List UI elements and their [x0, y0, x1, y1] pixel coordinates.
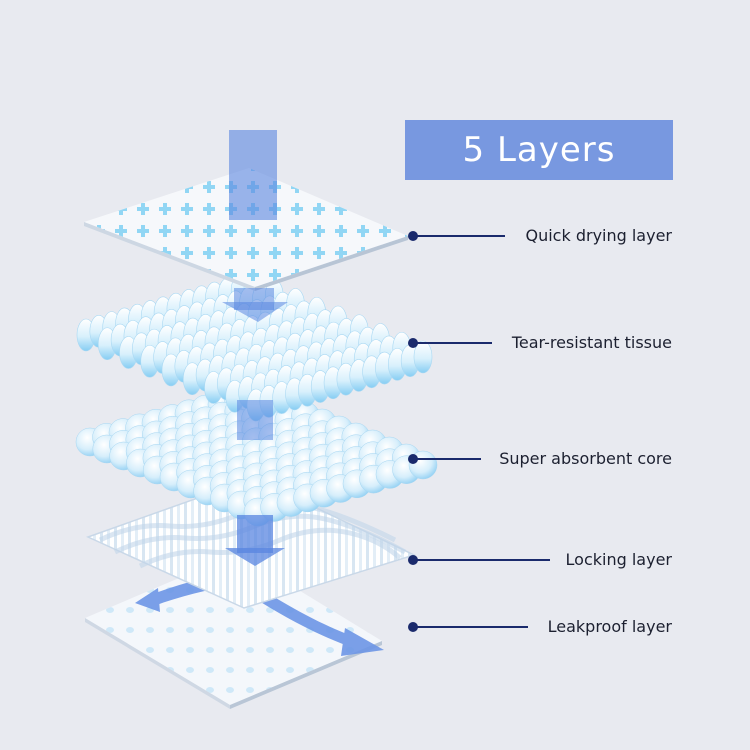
quick-drying-layer-sheet: [84, 168, 408, 291]
diagram-title: 5 Layers: [462, 130, 616, 170]
flow-arrow: [222, 130, 288, 566]
title-banner: 5 Layers: [405, 120, 673, 180]
callout-super-absorbent: [408, 454, 481, 464]
callout-quick-drying: [408, 231, 505, 241]
label-tear-resistant-tissue: Tear-resistant tissue: [511, 333, 672, 352]
label-quick-drying-layer: Quick drying layer: [525, 226, 673, 245]
label-leakproof-layer: Leakproof layer: [547, 617, 672, 636]
label-super-absorbent-core: Super absorbent core: [499, 449, 672, 468]
callout-leakproof: [408, 622, 528, 632]
callout-tear-resistant: [408, 338, 492, 348]
label-locking-layer: Locking layer: [565, 550, 672, 569]
callout-locking: [408, 555, 550, 565]
leakproof-layer-sheet: [85, 553, 382, 709]
super-absorbent-core-sheet: [75, 380, 438, 527]
